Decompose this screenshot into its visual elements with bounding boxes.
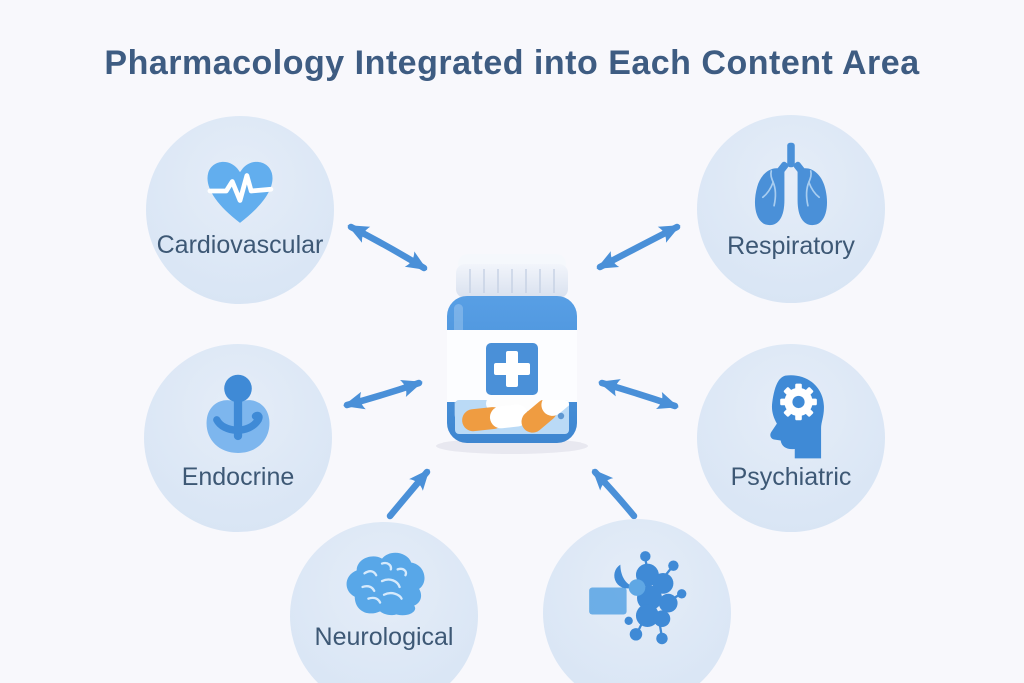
node-label-psychiatric: Psychiatric — [730, 463, 852, 491]
head-gear-icon — [744, 370, 838, 464]
capsule-pill — [521, 400, 569, 433]
node-respiratory: Respiratory — [697, 115, 885, 303]
arrow-endocrine — [343, 379, 423, 410]
arrow-psychiatric — [598, 379, 679, 410]
lungs-icon — [742, 139, 840, 233]
node-neurological: Neurological — [290, 522, 478, 683]
endocrine-gland-icon — [192, 372, 284, 464]
page-title: Pharmacology Integrated into Each Conten… — [104, 44, 920, 82]
node-cardiovascular: Cardiovascular — [146, 116, 334, 304]
node-psychiatric: Psychiatric — [697, 344, 885, 532]
node-label-endocrine: Endocrine — [181, 463, 295, 491]
arrow-neurological — [386, 468, 431, 520]
molecule-icon — [585, 541, 689, 659]
arrow-cardiovascular — [347, 223, 428, 272]
arrow-molecule — [591, 468, 638, 520]
node-molecule — [543, 519, 731, 683]
heart-pulse-icon — [192, 148, 288, 234]
capsule-pill — [462, 404, 528, 432]
node-label-neurological: Neurological — [314, 623, 454, 651]
pill-bottle-icon — [436, 254, 588, 454]
arrow-respiratory — [596, 223, 681, 271]
node-endocrine: Endocrine — [144, 344, 332, 532]
node-label-respiratory: Respiratory — [727, 232, 855, 260]
node-label-cardiovascular: Cardiovascular — [156, 231, 324, 259]
brain-icon — [334, 546, 434, 624]
